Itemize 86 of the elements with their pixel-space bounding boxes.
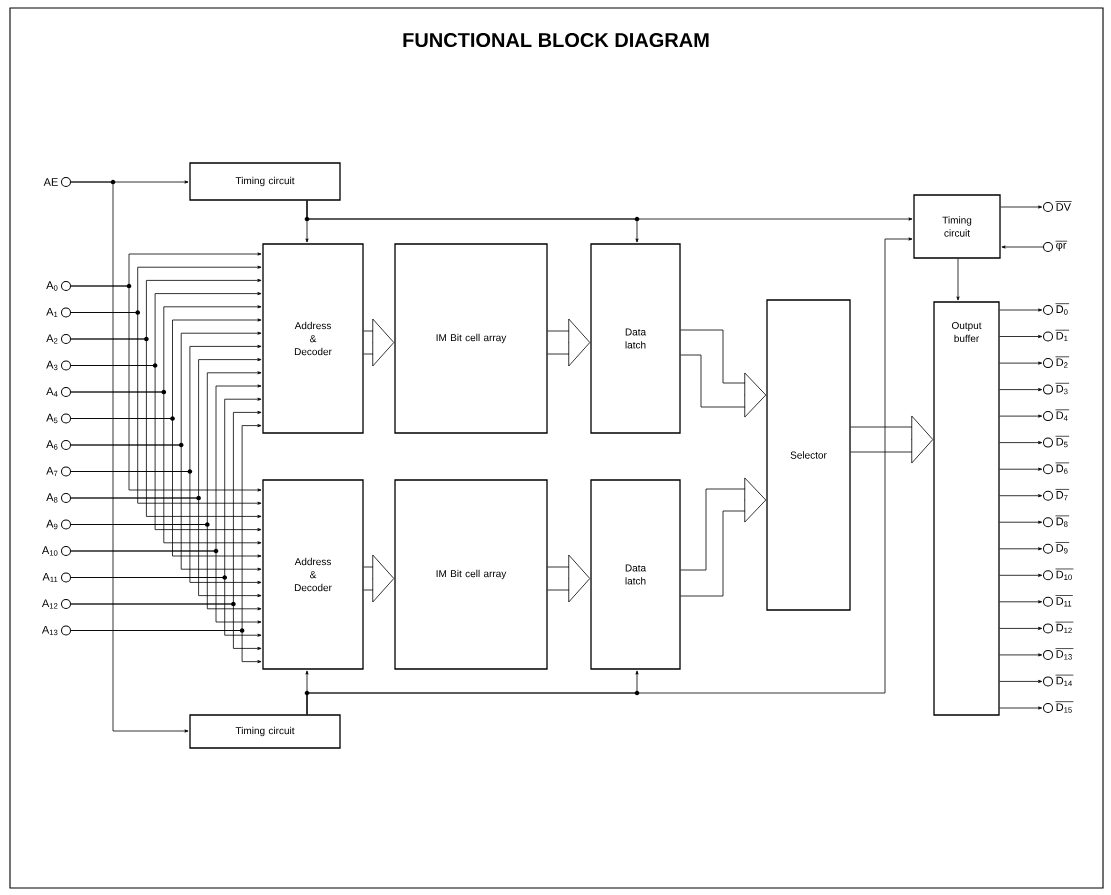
bus-arrow (547, 318, 591, 367)
arrow (1000, 205, 1043, 209)
pin-label: D$_{14}$ (1055, 674, 1074, 686)
arrow (999, 467, 1043, 471)
pin-label: D$_{8}$ (1055, 515, 1070, 527)
arrow (999, 653, 1043, 657)
arrow (70, 471, 262, 584)
arrow (999, 600, 1043, 604)
arrow (70, 497, 262, 598)
arrow (70, 418, 262, 558)
pin-label: D$_{9}$ (1055, 542, 1070, 554)
pin-label: D$_{4}$ (1055, 409, 1070, 421)
arrow (999, 706, 1043, 710)
arrow (70, 603, 262, 650)
arrow (999, 626, 1043, 630)
arrow (999, 361, 1043, 365)
block-box: Timing circuit (913, 194, 1001, 259)
bus-arrow (850, 415, 934, 464)
arrow (306, 200, 913, 221)
arrow (999, 679, 1043, 683)
pin-label: A$_{10}$ (41, 546, 58, 556)
pin-label: D$_{0}$ (1055, 303, 1070, 315)
bus-arrow (363, 554, 395, 603)
block-box: Timing circuit (189, 162, 341, 201)
pin-label: D$_{12}$ (1055, 621, 1074, 633)
arrow (70, 338, 262, 518)
arrow (999, 547, 1043, 551)
pin-label: A$_{5}$ (46, 413, 58, 424)
block-box: Data latch (590, 243, 681, 434)
pin-label: D$_{2}$ (1055, 356, 1070, 368)
block-box: Data latch (590, 479, 681, 670)
block-box: IM Bit cell array (394, 479, 548, 670)
arrow (70, 181, 189, 733)
pin-label: D$_{5}$ (1055, 435, 1070, 448)
arrow (999, 441, 1043, 445)
block-box: Address & Decoder (262, 479, 364, 670)
pin-label: D$_{11}$ (1055, 595, 1074, 607)
pin-label: A$_{1}$ (46, 307, 58, 318)
pin-label: A$_{12}$ (41, 599, 58, 609)
arrow (70, 577, 262, 637)
arrow (999, 414, 1043, 418)
pin-label: D$_{6}$ (1055, 462, 1070, 474)
pin-label: A$_{8}$ (46, 493, 58, 503)
arrow (999, 573, 1043, 577)
pin-label: A$_{3}$ (46, 360, 58, 371)
block-box: Selector (766, 299, 851, 611)
diagram-title: FUNCTIONAL BLOCK DIAGRAM (403, 32, 709, 48)
pin-label: A$_{7}$ (46, 466, 58, 477)
pin-label: D$_{15}$ (1055, 701, 1074, 713)
pin-label: D$_{3}$ (1055, 382, 1070, 395)
arrow (70, 524, 262, 611)
pin-label: AE (43, 178, 58, 186)
arrow (70, 285, 262, 492)
bus-arrow (680, 477, 767, 597)
pin-label: D$_{10}$ (1055, 568, 1074, 580)
pin-label: D$_{7}$ (1055, 489, 1070, 501)
pin-label: A$_{2}$ (46, 334, 58, 344)
arrow (999, 335, 1043, 339)
arrow (999, 308, 1043, 312)
arrow (70, 444, 262, 571)
pin-label: A$_{4}$ (46, 387, 58, 397)
pin-label: A$_{13}$ (41, 625, 58, 636)
bus-arrow (547, 554, 591, 603)
arrow (999, 388, 1043, 392)
arrow (306, 237, 913, 715)
block-box: Timing circuit (189, 714, 341, 749)
pin-label: φr (1055, 240, 1068, 252)
bus-arrow (363, 318, 395, 367)
arrow (1001, 245, 1044, 249)
arrow (956, 258, 960, 301)
arrow (999, 520, 1043, 524)
arrow (70, 550, 262, 624)
pin-label: D$_{1}$ (1055, 329, 1070, 342)
pin-label: A$_{0}$ (46, 281, 58, 291)
pin-label: A$_{9}$ (46, 519, 58, 530)
pin-label: A$_{11}$ (42, 572, 58, 583)
arrow (70, 630, 262, 664)
arrow (999, 494, 1043, 498)
pin-label: A$_{6}$ (46, 440, 58, 450)
block-box: Output buffer (933, 301, 1000, 716)
arrow (70, 312, 262, 505)
pin-label: DV (1055, 201, 1073, 211)
pin-label: D$_{13}$ (1055, 648, 1074, 660)
block-box: IM Bit cell array (394, 243, 548, 434)
bus-arrow (680, 329, 767, 418)
block-box: Address & Decoder (262, 243, 364, 434)
